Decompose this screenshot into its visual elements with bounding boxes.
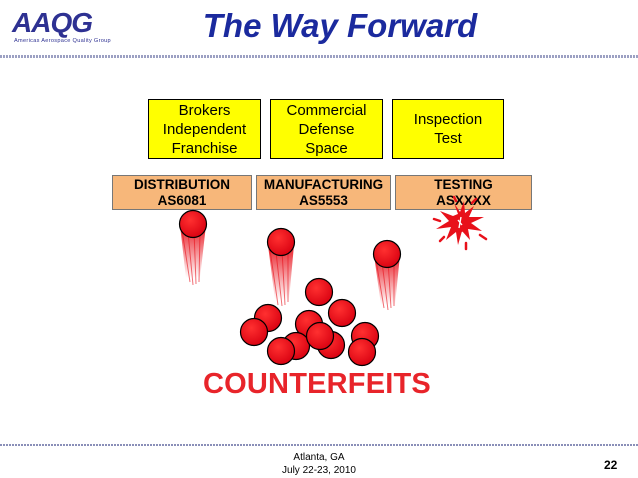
title-divider xyxy=(0,55,638,58)
ball-trail-middle xyxy=(268,245,294,307)
counterfeits-label: COUNTERFEITS xyxy=(203,368,431,400)
footer-location: Atlanta, GA xyxy=(293,452,345,463)
slide-title: The Way Forward xyxy=(202,7,478,44)
footer-divider xyxy=(0,444,638,446)
ball-trail-right xyxy=(374,255,400,311)
ball-falling-right xyxy=(372,239,402,269)
standard-bar-manufacturing: MANUFACTURING AS5553 xyxy=(256,175,391,210)
page-number: 22 xyxy=(604,458,618,472)
logo-mark: AAQG xyxy=(12,7,93,38)
footer-date: July 22-23, 2010 xyxy=(282,465,356,476)
burst-icon xyxy=(432,195,488,251)
ball-pile xyxy=(239,277,380,367)
standard-bar-distribution: DISTRIBUTION AS6081 xyxy=(112,175,252,210)
logo: AAQG Americas Aerospace Quality Group xyxy=(12,8,124,50)
segment-box-inspection: Inspection Test xyxy=(392,99,504,159)
segment-box-commercial: Commercial Defense Space xyxy=(270,99,383,159)
ball-falling-left xyxy=(178,209,208,239)
logo-subtitle: Americas Aerospace Quality Group xyxy=(14,38,111,44)
ball-falling-middle xyxy=(266,227,296,257)
segment-box-brokers: Brokers Independent Franchise xyxy=(148,99,261,159)
ball-trail-left xyxy=(180,225,206,286)
